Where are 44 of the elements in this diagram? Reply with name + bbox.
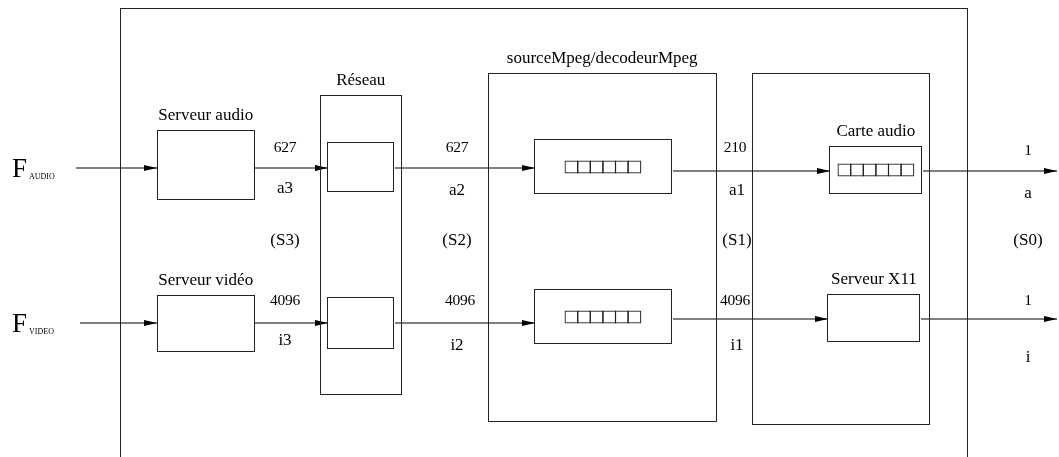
- box-heading: Serveur audio: [158, 104, 254, 125]
- box-heading: Serveur X11: [831, 269, 917, 290]
- signal-name: i: [1025, 347, 1031, 367]
- edge-label: 1: [1024, 291, 1032, 309]
- arrow: [394, 165, 536, 171]
- arrow: [254, 165, 329, 171]
- signal-name: i2: [450, 335, 464, 355]
- box-heading: Serveur vidéo: [158, 269, 254, 290]
- signal-name: (S2): [442, 230, 472, 250]
- box-heading: Réseau: [336, 69, 386, 90]
- signal-name: i3: [278, 330, 292, 350]
- process-box: [534, 289, 673, 345]
- signal-name: i1: [730, 335, 744, 355]
- arrow: [920, 316, 1058, 322]
- signal-name: (S3): [270, 230, 300, 250]
- process-box: [534, 139, 673, 195]
- signal-label: F$_{AUDIO}$: [12, 150, 90, 186]
- arrow: [394, 320, 536, 326]
- arrow: [672, 168, 831, 174]
- edge-label: 627: [273, 138, 297, 156]
- signal-name: (S1): [722, 230, 752, 250]
- arrow: [922, 168, 1058, 174]
- arrow: [672, 316, 829, 322]
- arrow: [75, 165, 158, 171]
- box-heading: sourceMpeg/decodeurMpeg: [506, 47, 698, 68]
- signal-name: (S0): [1013, 230, 1043, 250]
- signal-name: a2: [449, 180, 465, 200]
- edge-label: 210: [723, 138, 747, 156]
- signal-name: a: [1024, 183, 1032, 203]
- signal-name: a1: [729, 180, 745, 200]
- edge-label: 4096: [720, 291, 750, 309]
- arrow: [254, 320, 329, 326]
- edge-label: 627: [445, 138, 469, 156]
- edge-label: 4096: [270, 291, 300, 309]
- box-heading: Carte audio: [836, 121, 916, 142]
- process-box: [327, 297, 395, 350]
- signal-name: a3: [277, 178, 293, 198]
- signal-label: F$_{VIDEO}$: [12, 305, 92, 341]
- edge-label: 1: [1024, 141, 1032, 159]
- process-box: [751, 72, 930, 425]
- system-boundary: [120, 8, 968, 457]
- arrow: [79, 320, 158, 326]
- process-box: [327, 142, 395, 193]
- edge-label: 4096: [445, 291, 475, 309]
